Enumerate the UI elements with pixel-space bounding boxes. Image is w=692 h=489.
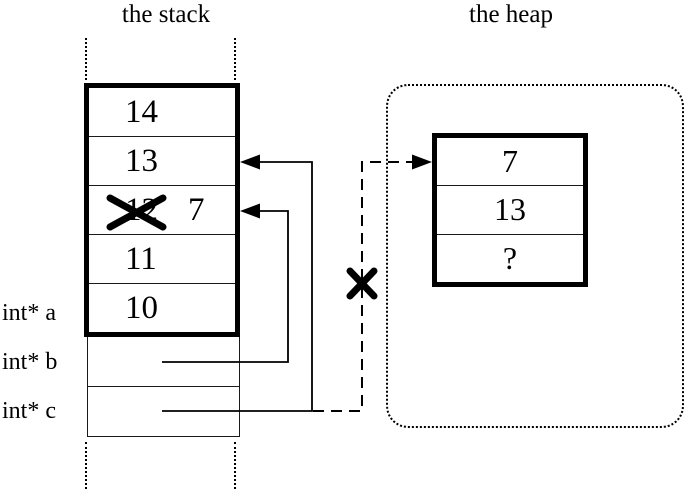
- stack-guide-bottom-left: [85, 442, 87, 489]
- heap-cell-value: 13: [494, 191, 526, 228]
- stack-cell-old-value: 12: [125, 191, 158, 228]
- stack-cell-value: 14: [125, 93, 158, 130]
- stack-title: the stack: [121, 1, 211, 28]
- stack-cell-13: 13: [89, 137, 235, 186]
- stack-cell-10: 10: [89, 284, 235, 332]
- arrowhead-left-icon: [240, 203, 260, 219]
- pointer-variable-box: [87, 337, 240, 437]
- stack-cell-value: 11: [125, 240, 157, 277]
- stack-guide-bottom-right: [234, 442, 236, 489]
- stack-cell-new-value: 7: [188, 191, 205, 228]
- var-label-b: int* b: [2, 349, 58, 375]
- stack-cell-value: 13: [125, 142, 158, 179]
- heap-cell-value: 7: [502, 143, 518, 180]
- stack-cell-14: 14: [89, 88, 235, 137]
- heap-title: the heap: [469, 1, 553, 28]
- stack-cell-overwritten: 12 7: [89, 186, 235, 235]
- heap-cell-unknown: ?: [437, 235, 583, 282]
- var-label-c: int* c: [2, 398, 56, 424]
- invalid-pointer-x-icon: [346, 267, 378, 300]
- heap-cell-7: 7: [437, 138, 583, 187]
- pointer-cell-b: [88, 337, 239, 387]
- heap-cell-value: ?: [502, 239, 518, 276]
- stack-frame-box: 14 13 12 7 11 10: [84, 83, 240, 337]
- pointer-cell-c: [88, 387, 239, 436]
- stack-cell-11: 11: [89, 235, 235, 284]
- stack-guide-top-right: [234, 38, 236, 80]
- stack-guide-top-left: [85, 38, 87, 80]
- heap-cell-13: 13: [437, 186, 583, 235]
- var-label-a: int* a: [2, 300, 56, 326]
- heap-block-box: 7 13 ?: [432, 133, 588, 287]
- stack-cell-value: 10: [125, 289, 158, 326]
- arrowhead-left-icon: [240, 154, 260, 170]
